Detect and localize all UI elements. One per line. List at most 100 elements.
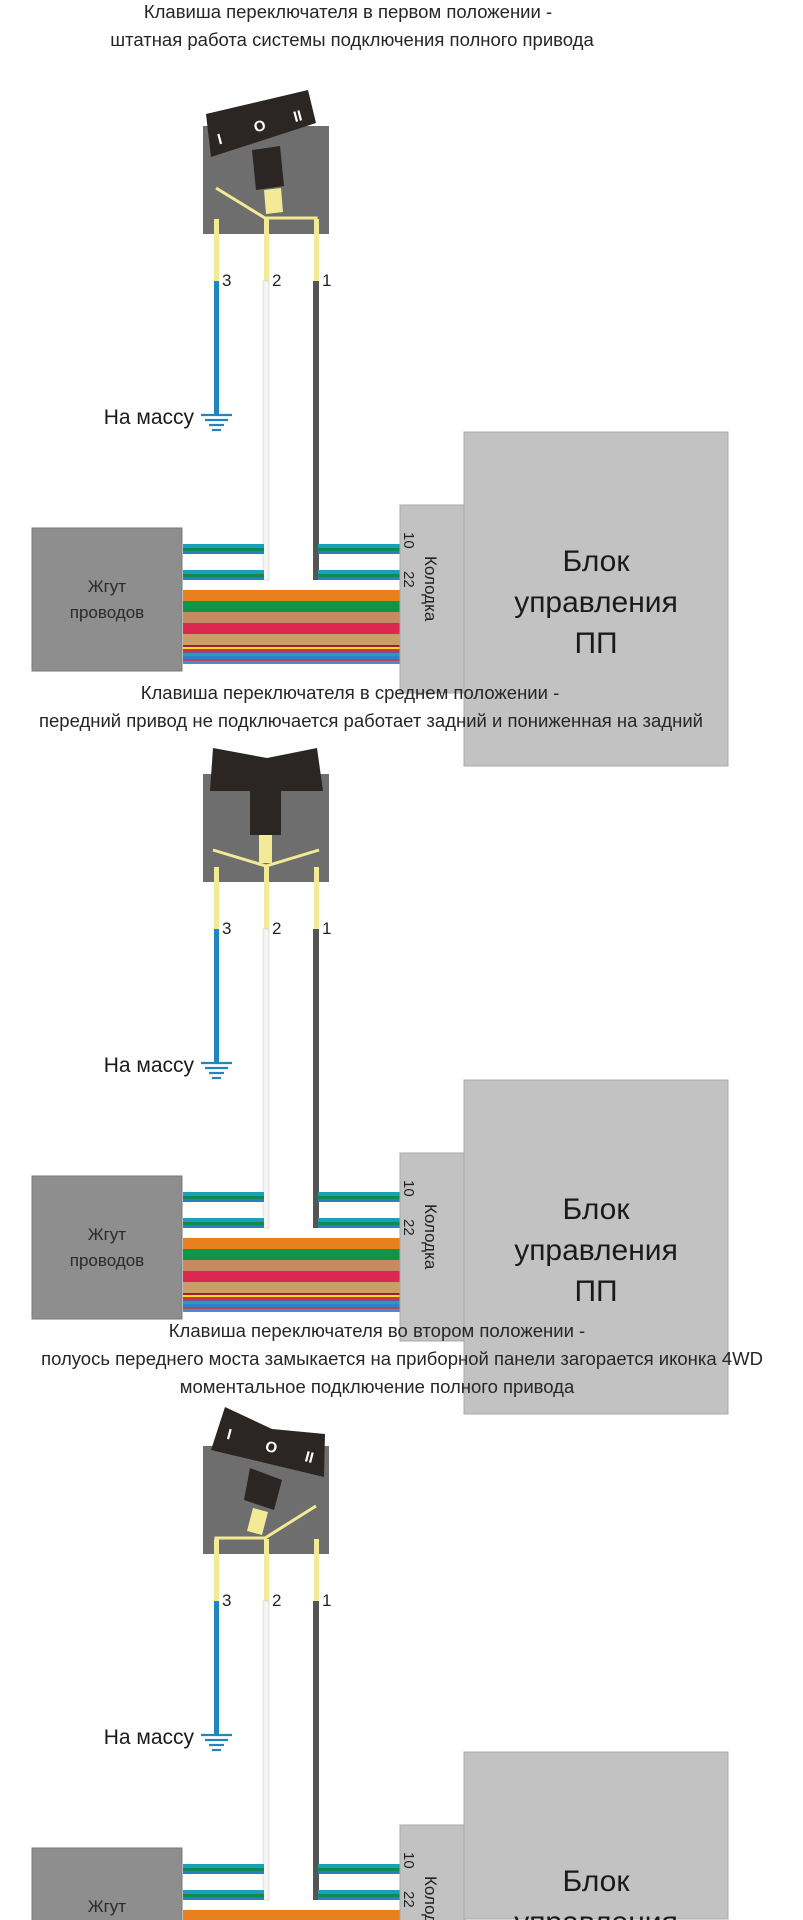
bundle-wire <box>183 634 400 645</box>
bundle-wire <box>183 661 400 664</box>
wire-pair <box>318 1192 400 1202</box>
switch-contact <box>212 848 320 868</box>
harness-label-line: Жгут <box>88 577 126 596</box>
pin-number-label: 2 <box>272 271 281 290</box>
control-block-label-line: Блок <box>562 1193 630 1226</box>
bundle-wire <box>183 647 400 649</box>
connector-pin-22: 22 <box>400 571 417 588</box>
bundle-wire <box>183 1282 400 1293</box>
connector-label: Колодка <box>421 1876 440 1920</box>
connector <box>399 1824 466 1920</box>
bundle-wire <box>183 649 400 651</box>
bundle-wire <box>183 1293 400 1295</box>
wire-harness-box <box>31 1175 183 1320</box>
rocker-stem <box>244 1468 282 1510</box>
dark-wire <box>313 929 319 1228</box>
bundle-wire <box>183 1299 400 1301</box>
bundle-wire <box>183 1307 400 1309</box>
switch-plunger <box>247 1508 268 1535</box>
bundle-wire <box>183 645 400 647</box>
ground-label: На массу <box>104 406 195 429</box>
ground-wire <box>214 1601 219 1735</box>
control-block-label-line: управления <box>514 586 678 619</box>
pin-number-label: 2 <box>272 1591 281 1610</box>
rocker-position-label: I <box>225 1426 233 1444</box>
ground-wire <box>214 929 219 1063</box>
connector-pin-10: 10 <box>400 1180 417 1197</box>
panel-title-line: моментальное подключение полного привода <box>180 1376 575 1397</box>
wire-harness-box <box>31 527 183 672</box>
panel-title-line: Клавиша переключателя в первом положении… <box>144 1 552 22</box>
switch-pin <box>314 1539 319 1601</box>
bundle-wire <box>183 1297 400 1299</box>
bundle-wire <box>183 590 400 601</box>
switch-pin <box>264 219 269 281</box>
harness-label-line: Жгут <box>88 1225 126 1244</box>
panel-title-line: Клавиша переключателя в среднем положени… <box>141 682 560 703</box>
panel-title-line: Клавиша переключателя во втором положени… <box>169 1320 585 1341</box>
control-block-label-line: управления <box>514 1906 678 1920</box>
bundle-wire <box>183 651 400 653</box>
rocker-stem <box>250 791 281 835</box>
wire-pair <box>183 1864 264 1874</box>
pin-number-label: 2 <box>272 919 281 938</box>
ground-label: На массу <box>104 1726 195 1749</box>
wire-pair <box>318 570 400 580</box>
rocker-key[interactable] <box>211 1407 325 1477</box>
bundle-wire <box>183 656 400 659</box>
bundle-wire <box>183 601 400 612</box>
bundle-wire <box>183 1238 400 1249</box>
rocker-position-label: I <box>216 131 224 149</box>
switch-pin <box>264 867 269 929</box>
pin-number-label: 3 <box>222 271 231 290</box>
control-block-label-line: Блок <box>562 545 630 578</box>
ground-icon <box>201 1733 232 1752</box>
switch-pin <box>214 1539 219 1601</box>
pin-number-label: 3 <box>222 919 231 938</box>
pin-number-label: 1 <box>322 1591 331 1610</box>
pin-number-label: 3 <box>222 1591 231 1610</box>
wire-pair <box>183 1890 264 1900</box>
control-block-label-line: управления <box>514 1234 678 1267</box>
bundle-wire <box>183 623 400 634</box>
panel-2: Клавиша переключателя в среднем положени… <box>31 682 729 1415</box>
ground-icon <box>201 1061 232 1080</box>
bundle-wire <box>183 1271 400 1282</box>
rocker-key[interactable] <box>206 90 316 157</box>
connector-label: Колодка <box>421 556 440 622</box>
rocker-key[interactable] <box>210 748 323 791</box>
control-block <box>463 431 729 767</box>
panel-title-line: полуось переднего моста замыкается на пр… <box>41 1348 763 1369</box>
bundle-wire <box>183 1237 400 1238</box>
rocker-switch[interactable] <box>203 748 329 882</box>
wire-pair <box>183 544 264 554</box>
control-block <box>463 1751 729 1920</box>
panel-title-line: штатная работа системы подключения полно… <box>110 29 594 50</box>
bundle-wire <box>183 653 400 656</box>
panel-title-line: передний привод не подключается работает… <box>39 710 703 731</box>
control-block-label-line: Блок <box>562 1865 630 1898</box>
dark-wire <box>313 281 319 580</box>
harness-label-line: Жгут <box>88 1897 126 1916</box>
connector-pin-10: 10 <box>400 1852 417 1869</box>
panel-3: Клавиша переключателя во втором положени… <box>31 1320 763 1920</box>
switch-pin <box>264 1539 269 1601</box>
white-wire <box>262 928 270 1229</box>
connector-label: Колодка <box>421 1204 440 1270</box>
bundle-wire <box>183 1304 400 1307</box>
switch-pin <box>314 219 319 281</box>
wire-pair <box>318 544 400 554</box>
white-wire <box>262 280 270 581</box>
ground-icon <box>201 413 232 432</box>
switch-plunger <box>264 188 283 214</box>
wire-pair <box>318 1890 400 1900</box>
switch-plunger <box>259 835 272 863</box>
wire-pair <box>183 1192 264 1202</box>
control-block <box>463 1079 729 1415</box>
bundle-wire <box>183 1295 400 1297</box>
white-wire <box>262 1600 270 1901</box>
bundle-wire <box>183 1309 400 1312</box>
